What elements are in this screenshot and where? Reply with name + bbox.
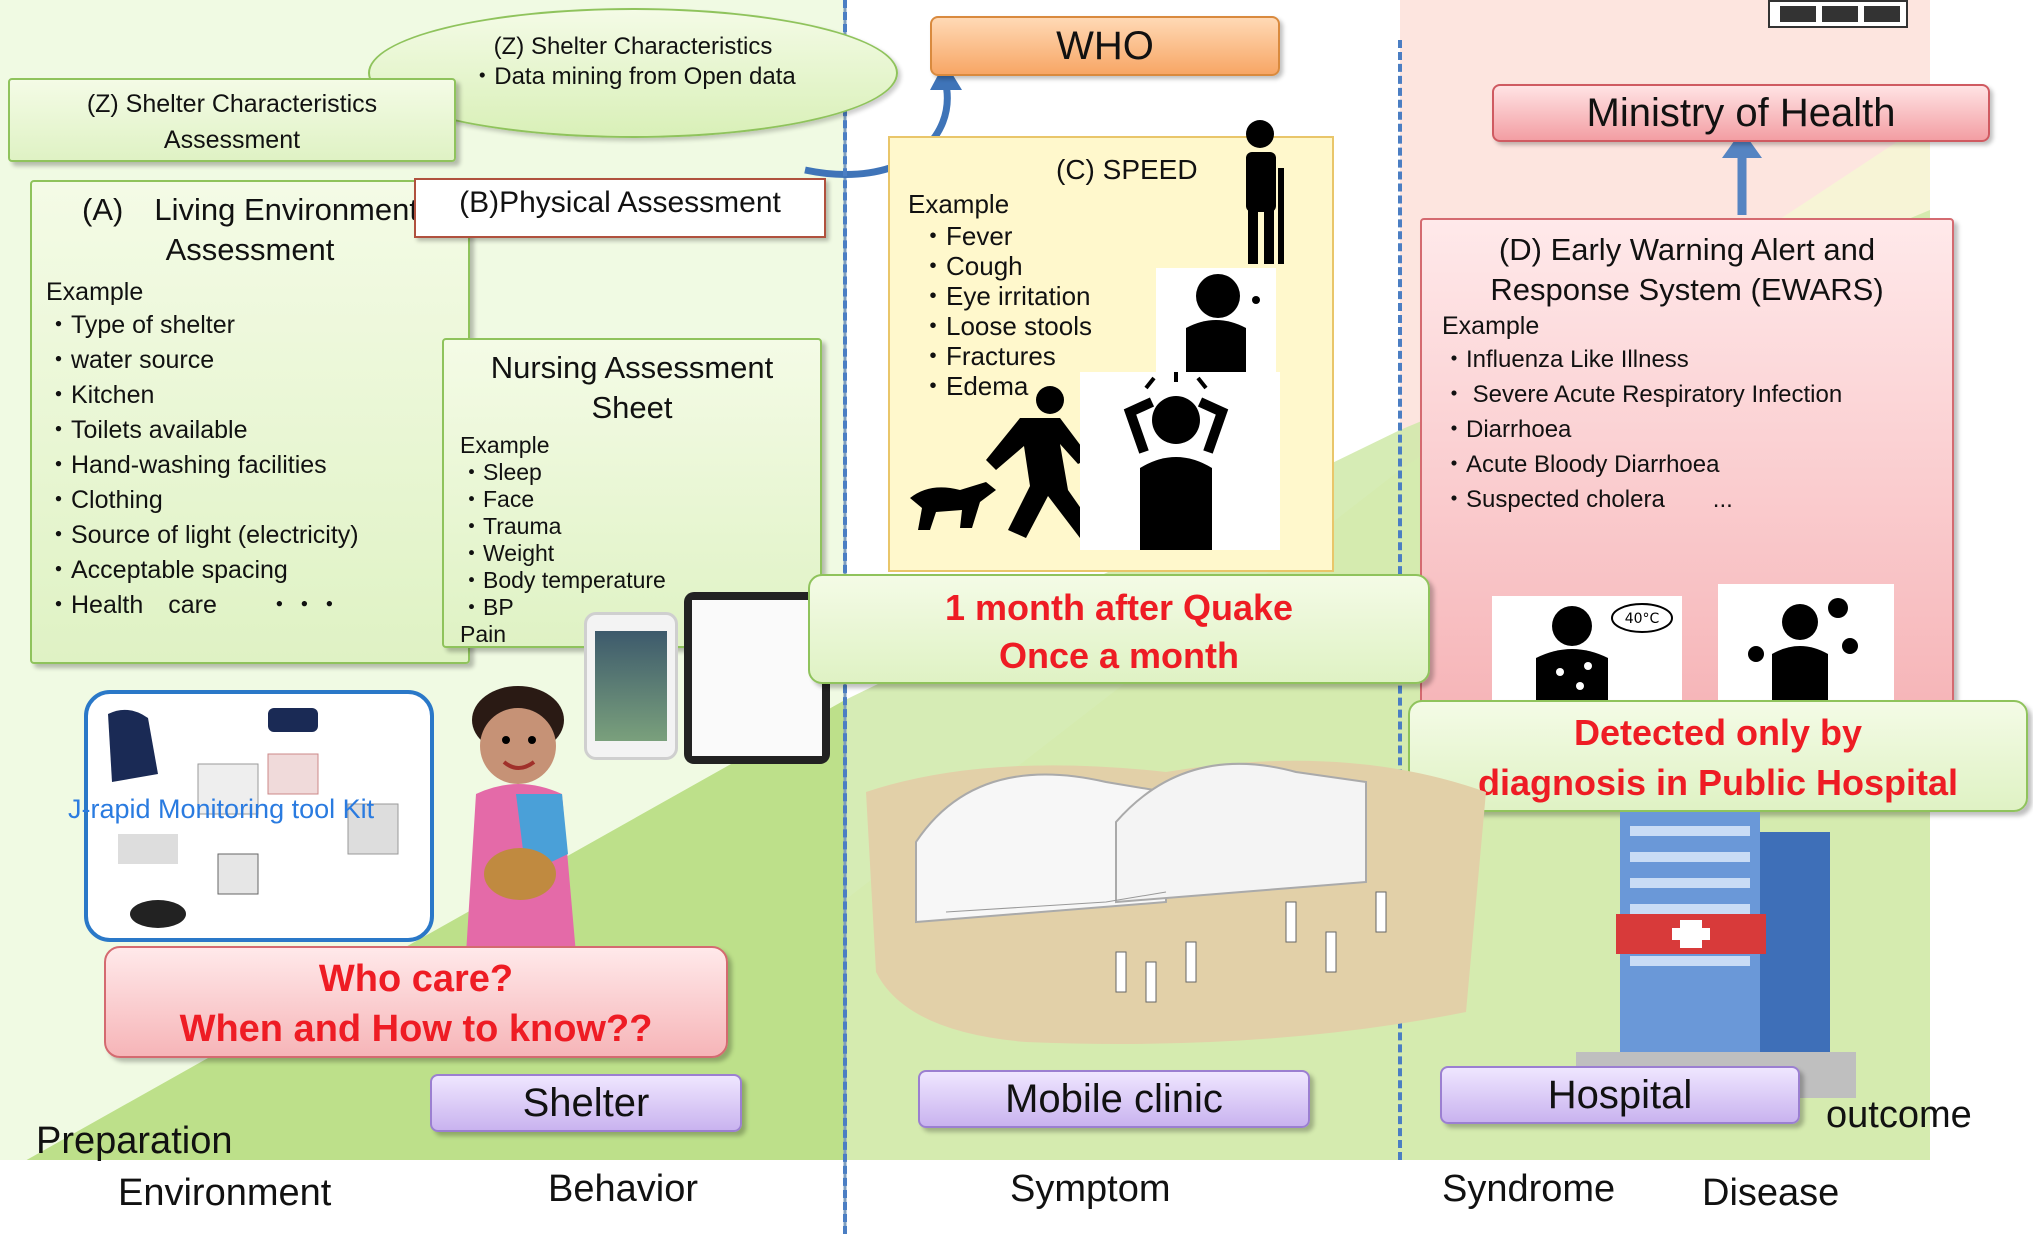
smartphone-image xyxy=(584,612,678,760)
who-box: WHO xyxy=(930,16,1280,76)
mobile-clinic-label: Mobile clinic xyxy=(1005,1077,1223,1121)
monitoring-kit-image xyxy=(84,690,434,942)
dog-attack-icon xyxy=(910,386,1096,538)
ewars-box: (D) Early Warning Alert and Response Sys… xyxy=(1420,218,1954,710)
ewars-list: ・Influenza Like Illness ・ Severe Acute Re… xyxy=(1442,342,1932,517)
label-symptom: Symptom xyxy=(1010,1168,1171,1210)
bubble-title: (Z) Shelter Characteristics xyxy=(493,33,773,60)
list-item: ・Trauma xyxy=(460,513,562,540)
physical-assessment-label: (B)Physical Assessment xyxy=(459,186,781,219)
callout-month-line1: 1 month after Quake xyxy=(944,587,1294,628)
mobile-clinic-illustration xyxy=(866,760,1486,1044)
speed-example: Example xyxy=(908,189,1010,220)
shelter-characteristics-bubble: (Z) Shelter Characteristics ・Data mining… xyxy=(368,8,898,138)
hospital-box: Hospital xyxy=(1440,1066,1800,1124)
list-item: ・Sleep xyxy=(460,459,542,486)
list-item: ・Acute Bloody Diarrhoea xyxy=(1442,450,1720,478)
callout-who-care-line1: Who care? xyxy=(318,958,514,1000)
callout-hospital-line1: Detected only by xyxy=(1573,712,1863,753)
label-outcome: outcome xyxy=(1826,1094,1972,1136)
list-item: ・Influenza Like Illness xyxy=(1442,345,1689,373)
list-item: ・Weight xyxy=(460,540,555,567)
list-item: ・Acceptable spacing xyxy=(46,555,288,584)
ewars-example: Example xyxy=(1442,311,1540,340)
list-item: ・Diarrhoea xyxy=(1442,415,1572,443)
living-env-title: (A) Living Environment Assessment xyxy=(82,192,418,268)
callout-hospital-line2: diagnosis in Public Hospital xyxy=(1477,762,1959,803)
speed-list: ・Fever・Cough・Eye irritation・Loose stools… xyxy=(908,221,1314,401)
list-item: ・Cough xyxy=(920,250,1023,281)
shelter-char-assessment-label: (Z) Shelter Characteristics Assessment xyxy=(86,90,378,154)
label-behavior: Behavior xyxy=(548,1168,698,1210)
list-item: ・Health care ・・・ xyxy=(46,590,342,619)
hospital-label: Hospital xyxy=(1547,1073,1693,1117)
list-item: ・Hand-washing facilities xyxy=(46,450,327,479)
list-item: ・Kitchen xyxy=(46,380,155,409)
list-item: ・Type of shelter xyxy=(46,310,235,339)
list-item: ・Fractures xyxy=(920,340,1056,371)
callout-month: 1 month after Quake Once a month xyxy=(808,574,1430,684)
thermo-label: 40°C xyxy=(1625,611,1660,627)
ministry-label: Ministry of Health xyxy=(1586,91,1896,135)
list-item: ・Eye irritation xyxy=(920,280,1091,311)
label-disease: Disease xyxy=(1702,1172,1840,1214)
list-item: ・Suspected cholera ... xyxy=(1442,485,1733,513)
list-item: ・Loose stools xyxy=(920,310,1092,341)
living-env-example: Example xyxy=(46,277,144,306)
nurse-illustration xyxy=(466,686,576,954)
tablet-image xyxy=(684,592,830,764)
list-item: ・Face xyxy=(460,486,535,513)
label-environment: Environment xyxy=(118,1172,332,1214)
list-item: ・Fever xyxy=(920,220,1013,251)
list-item: ・Clothing xyxy=(46,485,163,514)
injured-person-icon xyxy=(1246,120,1284,264)
list-item: ・BP xyxy=(460,594,514,621)
sick-child-icon xyxy=(1718,584,1894,710)
list-item: ・Body temperature xyxy=(460,567,666,594)
living-env-list: ・Type of shelter ・water source ・Kitchen ・To… xyxy=(46,308,454,623)
speed-title: (C) SPEED xyxy=(1056,154,1198,185)
physical-assessment-box: (B)Physical Assessment xyxy=(414,178,826,238)
callout-who-care: Who care? When and How to know?? xyxy=(104,946,728,1058)
mobile-clinic-box: Mobile clinic xyxy=(918,1070,1310,1128)
fever-person-icon: 40°C xyxy=(1492,596,1682,706)
ministry-box: Ministry of Health xyxy=(1492,84,1990,142)
list-item: Pain xyxy=(460,621,507,648)
bubble-item: ・Data mining from Open data xyxy=(470,63,796,90)
list-item: ・Edema xyxy=(920,370,1029,401)
list-item: ・Source of light (electricity) xyxy=(46,520,359,549)
nursing-title: Nursing Assessment Sheet xyxy=(490,350,774,426)
coughing-person-icon xyxy=(1156,268,1276,378)
shelter-box: Shelter xyxy=(430,1074,742,1132)
callout-who-care-line2: When and How to know?? xyxy=(179,1008,653,1050)
ewars-title: (D) Early Warning Alert and Response Sys… xyxy=(1490,232,1884,308)
callout-month-line2: Once a month xyxy=(998,635,1240,676)
nursing-example: Example xyxy=(460,431,550,458)
list-item: ・water source xyxy=(46,345,215,374)
building-icon xyxy=(1768,0,1908,28)
who-label: WHO xyxy=(1056,24,1154,68)
label-preparation: Preparation xyxy=(36,1120,233,1162)
headache-person-icon xyxy=(1080,372,1280,550)
list-item: ・Toilets available xyxy=(46,415,248,444)
living-env-box: (A) Living Environment Assessment Exampl… xyxy=(30,180,470,664)
hospital-illustration xyxy=(1576,812,1856,1098)
shelter-label: Shelter xyxy=(522,1081,650,1125)
callout-hospital: Detected only by diagnosis in Public Hos… xyxy=(1408,700,2028,812)
shelter-char-assessment-box: (Z) Shelter Characteristics Assessment xyxy=(8,78,456,162)
kit-label: J-rapid Monitoring tool Kit xyxy=(68,794,375,824)
list-item: ・ Severe Acute Respiratory Infection xyxy=(1442,380,1843,408)
label-syndrome: Syndrome xyxy=(1442,1168,1616,1210)
nursing-list: ・Sleep・Face・Trauma・Weight・Body temperatu… xyxy=(460,459,804,648)
